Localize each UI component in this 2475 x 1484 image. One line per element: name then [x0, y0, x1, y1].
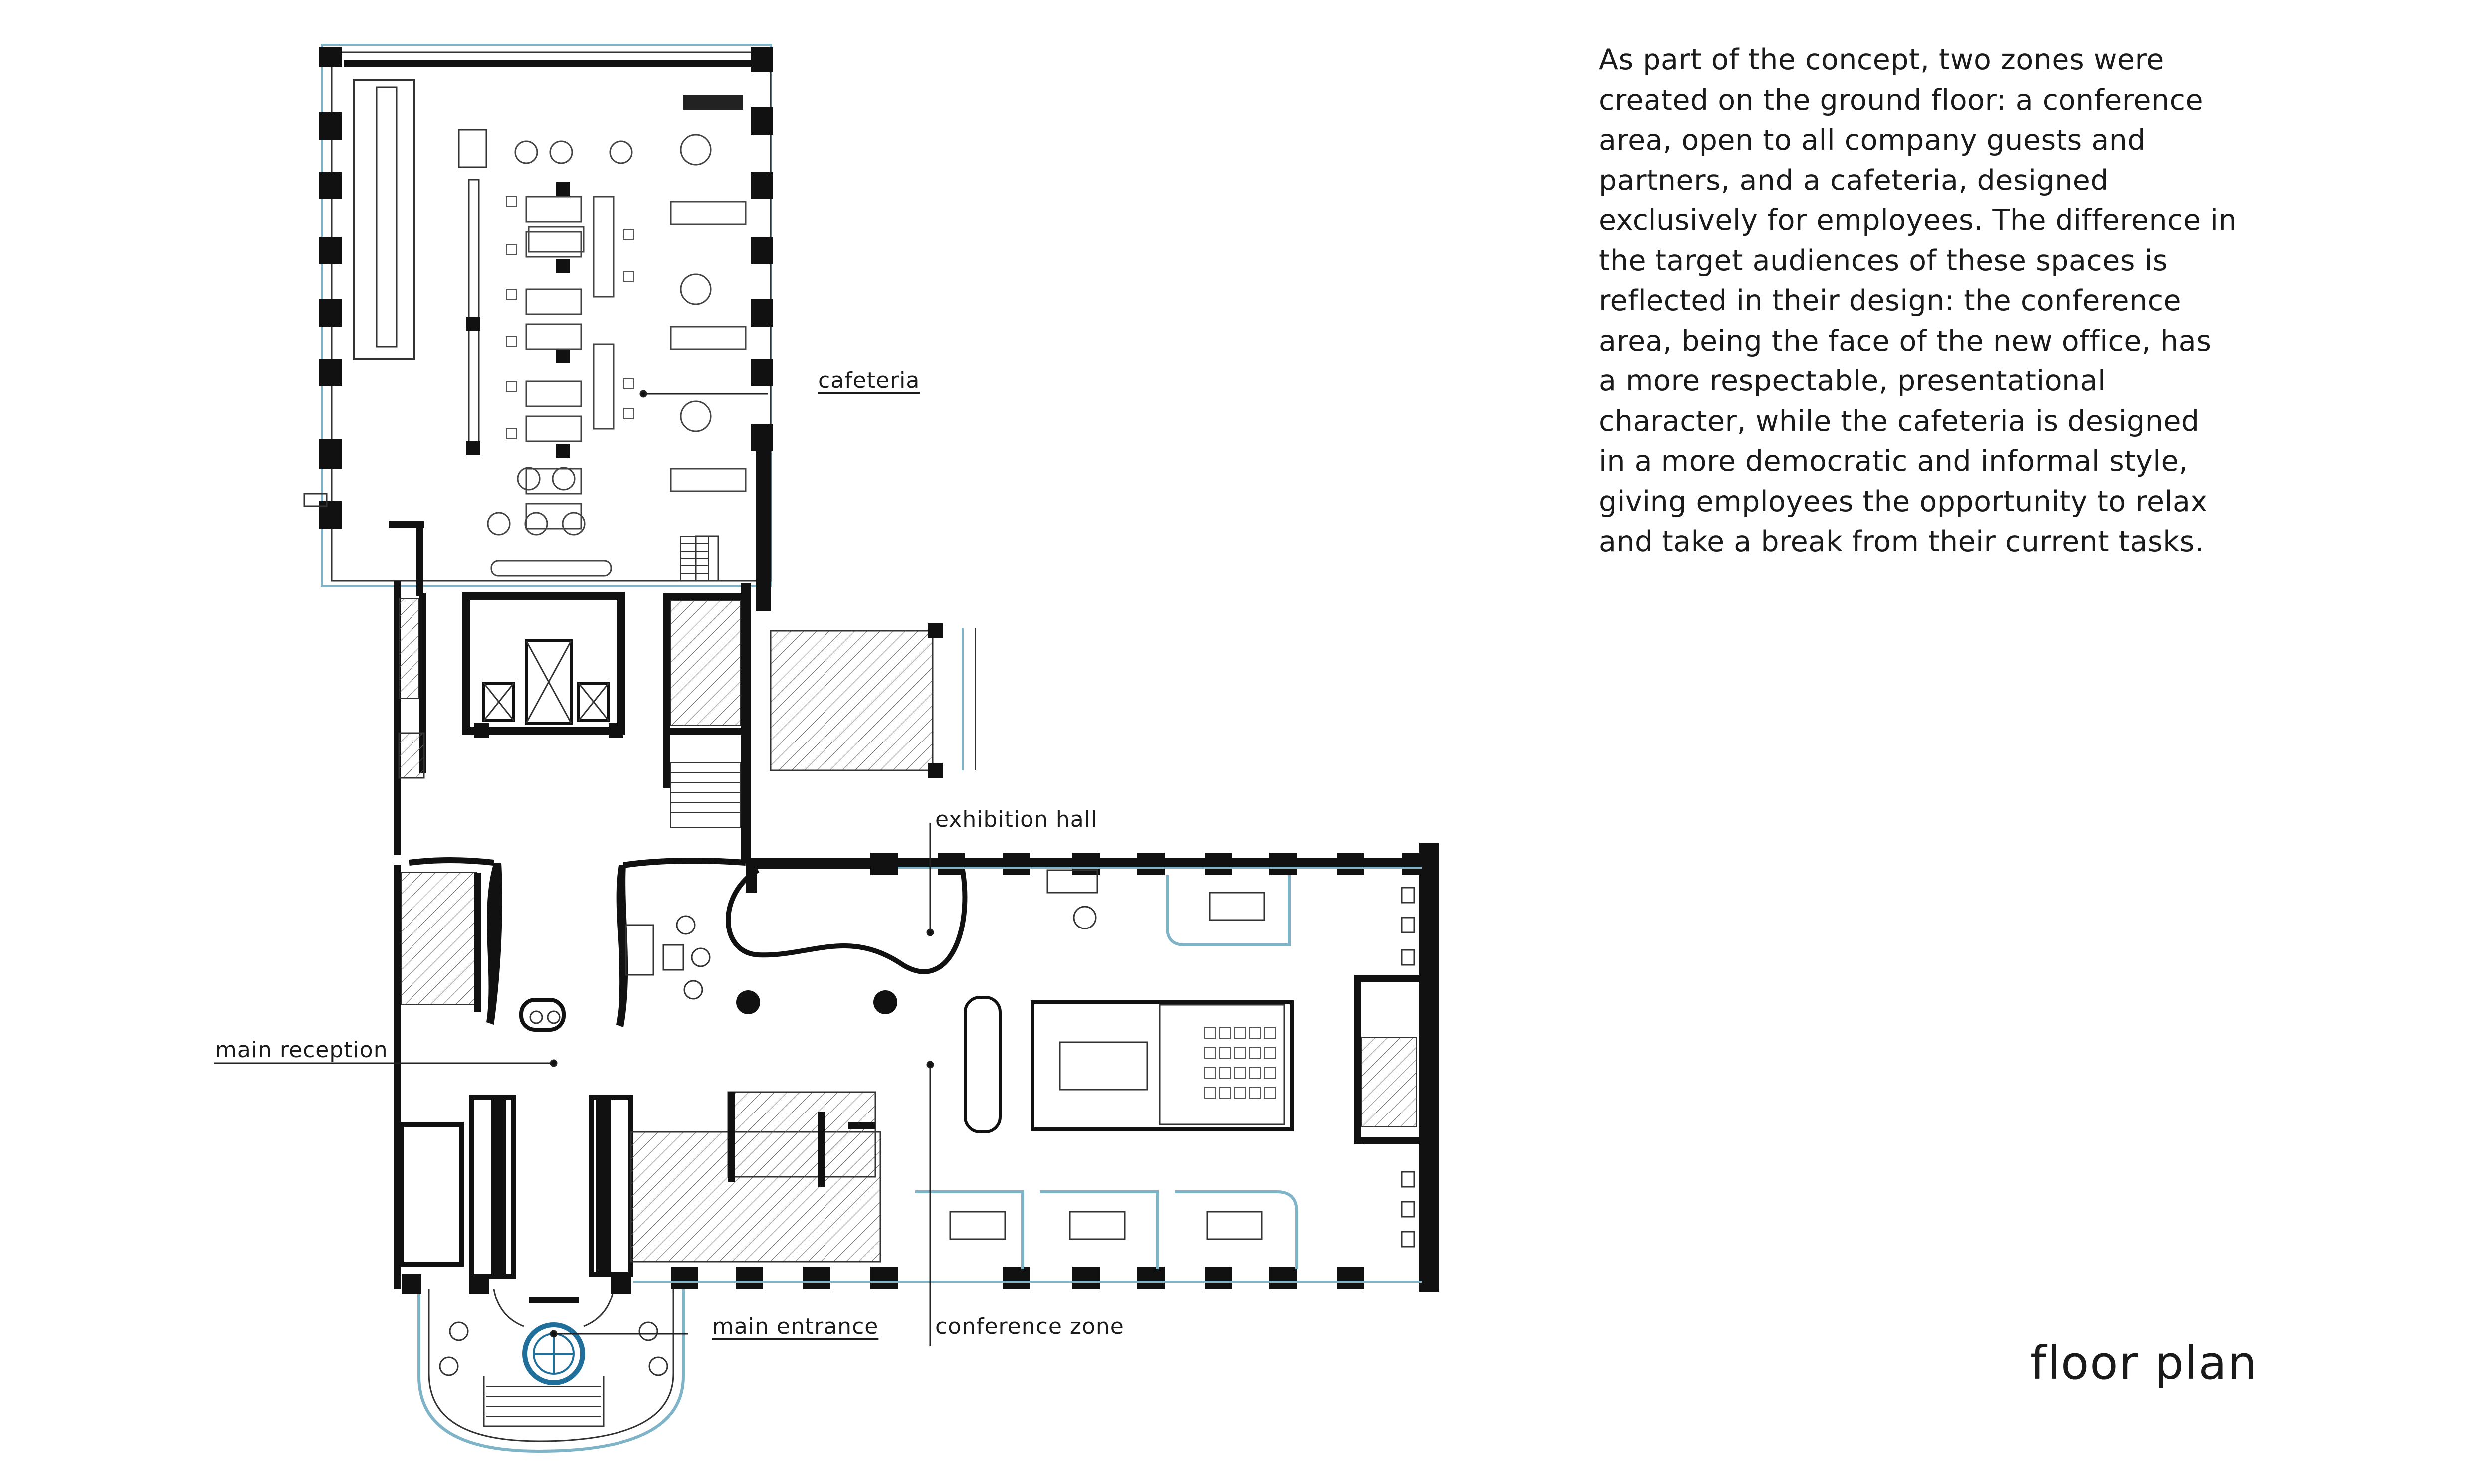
cafeteria-tables: [525, 196, 747, 530]
description-line: created on the ground floor: a conferenc…: [1599, 83, 2204, 117]
description-line: area, being the face of the new office, …: [1599, 324, 2212, 358]
description-line: partners, and a cafeteria, designed: [1599, 164, 2109, 197]
description-line: a more respectable, presentational: [1599, 365, 2106, 397]
label-cafeteria: cafeteria: [818, 368, 920, 393]
core-block: [394, 581, 976, 863]
cafeteria-round-tables: [487, 134, 712, 577]
label-main-reception: main reception: [215, 1037, 388, 1063]
drawing-title: floor plan: [2030, 1336, 2258, 1390]
label-main-entrance: main entrance: [712, 1314, 879, 1339]
cafeteria-right-piers: [751, 47, 773, 611]
main-hall-block: [394, 857, 1437, 1289]
description-line: character, while the cafeteria is design…: [1599, 404, 2200, 438]
label-conference-zone: conference zone: [935, 1314, 1124, 1339]
conference-zone-block: [633, 843, 1439, 1292]
description-line: reflected in their design: the conferenc…: [1599, 284, 2182, 317]
leader-lines: [214, 390, 934, 1346]
description-line: giving employees the opportunity to rela…: [1599, 485, 2208, 518]
description-line: area, open to all company guests and: [1599, 124, 2146, 157]
description-line: the target audiences of these spaces is: [1599, 244, 2168, 277]
cafeteria-block: [303, 44, 773, 611]
entrance-rotunda: [402, 1274, 685, 1453]
concept-description: As part of the concept, two zones were c…: [1599, 40, 2307, 562]
description-line: and take a break from their current task…: [1599, 525, 2204, 558]
description-line: As part of the concept, two zones were: [1599, 43, 2164, 76]
label-exhibition-hall: exhibition hall: [935, 807, 1098, 832]
cafeteria-left-piers: [319, 47, 342, 529]
description-line: exclusively for employees. The differenc…: [1599, 204, 2237, 237]
description-line: in a more democratic and informal style,: [1599, 445, 2188, 478]
